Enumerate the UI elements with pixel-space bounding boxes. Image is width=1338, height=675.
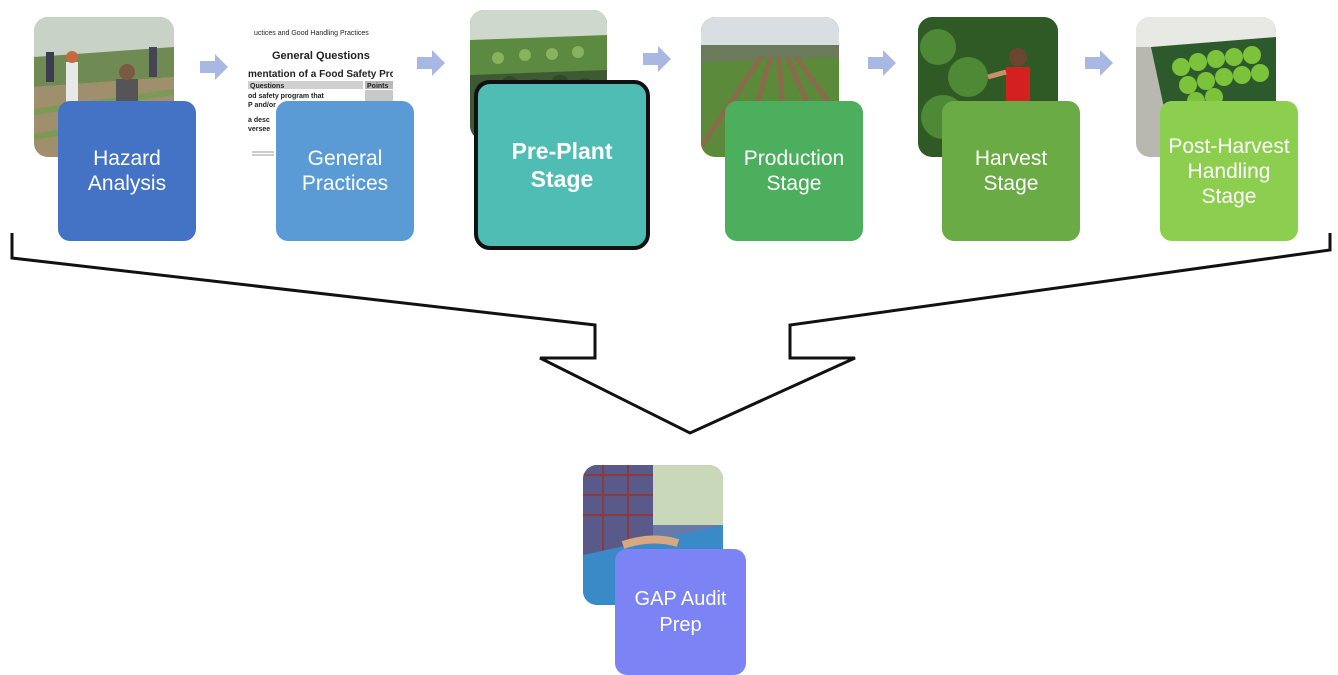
- stage-label: Production Stage: [743, 147, 845, 195]
- doc-header: uctices and Good Handling Practices: [254, 30, 369, 37]
- stage-card-hazard-analysis: Hazard Analysis: [58, 101, 196, 241]
- right-arrow-icon: [417, 50, 445, 81]
- doc-col-points: Points: [367, 83, 388, 90]
- stage-label: Harvest Stage: [974, 147, 1048, 195]
- doc-line: od safety program that: [248, 93, 325, 100]
- doc-subtitle: mentation of a Food Safety Pro: [248, 69, 393, 80]
- doc-line: P and/or: [248, 102, 276, 109]
- stage-card-post-harvest: Post-Harvest Handling Stage: [1160, 101, 1298, 241]
- right-arrow-icon: [643, 46, 671, 77]
- stage-label: Hazard Analysis: [87, 147, 167, 195]
- right-arrow-icon: [200, 54, 228, 85]
- result-label: GAP Audit Prep: [634, 588, 727, 636]
- result-card-gap-audit-prep: GAP Audit Prep: [615, 549, 746, 675]
- stage-card-harvest: Harvest Stage: [942, 101, 1080, 241]
- stage-card-production: Production Stage: [725, 101, 863, 241]
- right-arrow-icon: [1085, 50, 1113, 81]
- stage-label: Post-Harvest Handling Stage: [1168, 134, 1290, 208]
- stage-label: Pre-Plant Stage: [511, 138, 613, 192]
- doc-line: a desc: [248, 117, 270, 124]
- doc-col-questions: Questions: [250, 83, 284, 90]
- right-arrow-icon: [868, 50, 896, 81]
- doc-line: versee: [248, 126, 270, 133]
- doc-title: General Questions: [272, 50, 370, 62]
- stage-card-general-practices: General Practices: [276, 101, 414, 241]
- stage-card-pre-plant: Pre-Plant Stage: [474, 80, 650, 250]
- stage-label: General Practices: [301, 147, 389, 195]
